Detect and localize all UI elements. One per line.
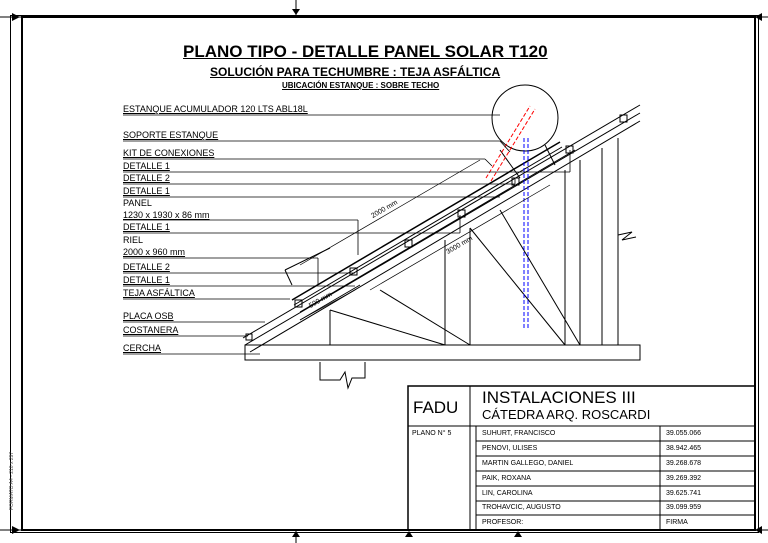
label-tank: ESTANQUE ACUMULADOR 120 LTS ABL18L (123, 104, 308, 114)
label-detail-2b: DETALLE 2 (123, 262, 170, 272)
student-id-3: 39.268.678 (666, 460, 702, 467)
label-rail-size: 2000 x 960 mm (123, 247, 186, 257)
sheet-format-label: FORMATO A4 - 210 x 297 (9, 451, 15, 510)
course-name: INSTALACIONES III (482, 388, 636, 407)
student-name-4: PAIK, ROXANA (482, 475, 531, 482)
page-title: PLANO TIPO - DETALLE PANEL SOLAR T120 (183, 42, 548, 61)
label-osb-board: PLACA OSB (123, 311, 174, 321)
student-id-2: 38.942.465 (666, 445, 702, 452)
label-detail-1a: DETALLE 1 (123, 161, 170, 171)
student-name-1: SUHURT, FRANCISCO (482, 430, 556, 437)
label-panel-size: 1230 x 1930 x 86 mm (123, 210, 210, 220)
student-id-4: 39.269.392 (666, 475, 702, 482)
title-block-grid (407, 385, 756, 531)
student-id-6: 39.099.959 (666, 504, 702, 511)
pipes (485, 105, 536, 330)
signature-label: FIRMA (666, 519, 688, 526)
school-name: FADU (413, 398, 459, 417)
label-asphalt-shingle: TEJA ASFÁLTICA (123, 288, 195, 298)
label-rail: RIEL (123, 235, 144, 245)
roof-structure (242, 104, 641, 390)
label-detail-1b: DETALLE 1 (123, 186, 170, 196)
page-subtitle: SOLUCIÓN PARA TECHUMBRE : TEJA ASFÁLTICA (210, 65, 501, 79)
leader-lines (123, 114, 571, 355)
professor-label: PROFESOR: (482, 519, 524, 526)
student-name-2: PENOVI, ULISES (482, 445, 538, 452)
label-panel: PANEL (123, 198, 152, 208)
label-purlin: COSTANERA (123, 325, 179, 335)
label-tank-support: SOPORTE ESTANQUE (123, 130, 219, 140)
label-truss: CERCHA (123, 343, 162, 353)
dimension-lines (299, 159, 551, 321)
student-name-3: MARTIN GALLEGO, DANIEL (482, 460, 574, 467)
plan-number: PLANO N° 5 (412, 430, 452, 437)
label-detail-2a: DETALLE 2 (123, 173, 170, 183)
chair-name: CÁTEDRA ARQ. ROSCARDI (482, 407, 651, 422)
location-label: UBICACIÓN ESTANQUE : SOBRE TECHO (282, 81, 440, 90)
sheet-markers (12, 9, 762, 537)
student-name-6: TROHAVCIC, AUGUSTO (482, 504, 561, 511)
solar-panel (245, 84, 628, 341)
label-connection-kit: KIT DE CONEXIONES (123, 148, 215, 158)
student-name-5: LIN, CAROLINA (482, 490, 533, 497)
student-id-5: 39.625.741 (666, 490, 702, 497)
label-detail-1c: DETALLE 1 (123, 222, 170, 232)
student-id-1: 39.055.066 (666, 430, 702, 437)
label-detail-1d: DETALLE 1 (123, 275, 170, 285)
